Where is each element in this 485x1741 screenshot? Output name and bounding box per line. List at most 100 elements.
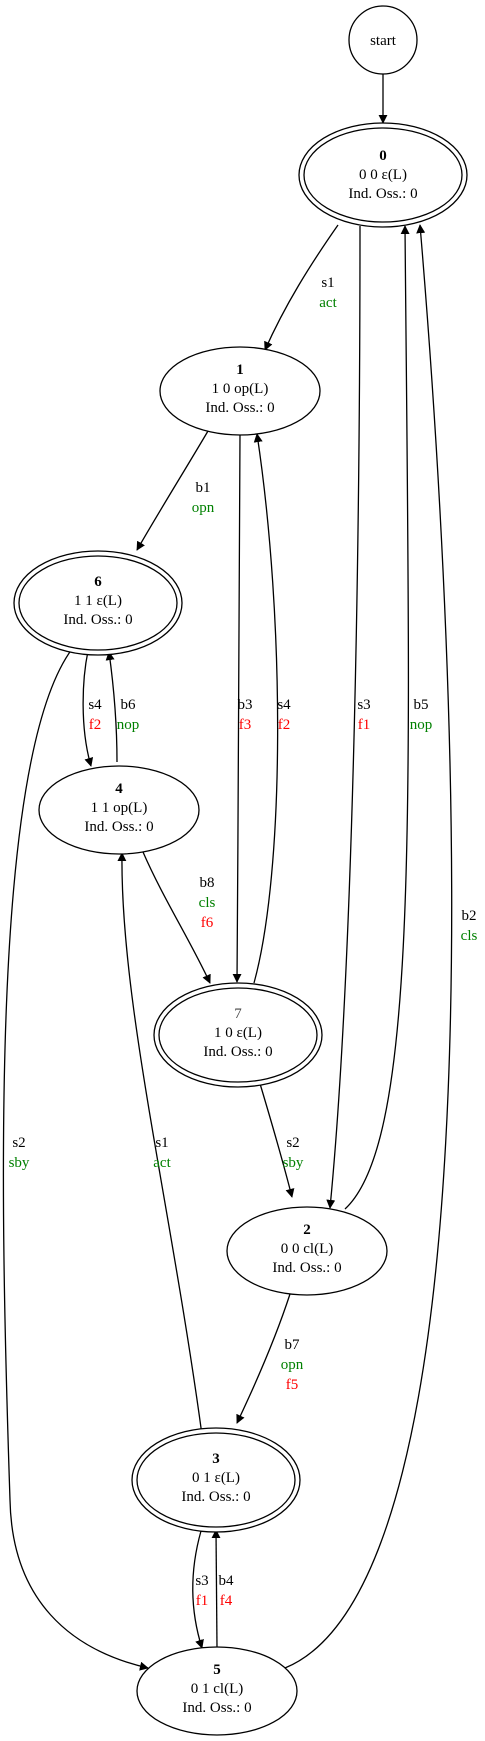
- start-node: start: [348, 5, 418, 75]
- state-ellipse-inner: [136, 1432, 296, 1528]
- state-id: 4: [115, 781, 123, 797]
- edge-output-label: act: [319, 295, 337, 311]
- state-observation: Ind. Oss.: 0: [84, 819, 153, 835]
- state-id: 6: [94, 574, 102, 590]
- edge-label-1-to-6: b1 opn: [192, 480, 215, 516]
- state-ellipse-inner: [158, 987, 318, 1083]
- edge-6-to-4: [82, 650, 94, 767]
- edge-label-1-to-7: b3 f3: [238, 697, 253, 733]
- state-ellipse: [38, 765, 200, 855]
- edge-1-to-6: [136, 430, 209, 551]
- state-node-1: 1 1 0 op(L) Ind. Oss.: 0: [159, 346, 321, 436]
- edge-label-5-to-3: b4 f4: [219, 1573, 235, 1609]
- edges: [2, 74, 453, 1671]
- edge-output-label: sby: [283, 1155, 304, 1171]
- edge-7-to-2: [254, 1066, 295, 1198]
- state-observation: Ind. Oss.: 0: [348, 186, 417, 202]
- edge-event-label: s3: [195, 1573, 208, 1589]
- edge-5-to-0: [284, 224, 453, 1669]
- edge-6-to-5: [2, 648, 149, 1671]
- state-observation: Ind. Oss.: 0: [272, 1260, 341, 1276]
- edge-2-to-3: [236, 1293, 291, 1424]
- edge-event-label: b3: [238, 697, 253, 713]
- edge-event-label: s2: [12, 1135, 25, 1151]
- edge-output-label: opn: [281, 1357, 304, 1373]
- edge-event-label: b2: [462, 908, 477, 924]
- edge-label-2-to-3: b7 opn f5: [281, 1337, 304, 1393]
- edge-5-to-3: [211, 1529, 221, 1649]
- edge-4-to-6: [105, 651, 118, 763]
- edge-label-2-to-0: b5 nop: [410, 697, 433, 733]
- edge-output-label: act: [153, 1155, 171, 1171]
- state-ellipse-inner: [303, 127, 463, 223]
- edge-label-6-to-4: s4 f2: [88, 697, 102, 733]
- state-observation: Ind. Oss.: 0: [63, 612, 132, 628]
- edge-output-label: sby: [9, 1155, 30, 1171]
- edge-output-label: nop: [410, 717, 433, 733]
- edge-output-label: f3: [239, 717, 252, 733]
- edge-output-label: f5: [286, 1377, 299, 1393]
- state-observation: Ind. Oss.: 0: [203, 1044, 272, 1060]
- state-node-7: 7 1 0 ε(L) Ind. Oss.: 0: [153, 982, 323, 1088]
- state-ellipse: [159, 346, 321, 436]
- state-values: 1 0 ε(L): [214, 1025, 262, 1041]
- state-ellipse: [226, 1206, 388, 1296]
- state-node-5: 5 0 1 cl(L) Ind. Oss.: 0: [136, 1646, 298, 1736]
- state-values: 1 1 ε(L): [74, 593, 122, 609]
- state-observation: Ind. Oss.: 0: [205, 400, 274, 416]
- state-ellipse: [136, 1646, 298, 1736]
- edge-labels: s1 act b1 opn b3 f3 s4 f2 s3 f1 b5 nop b…: [9, 275, 478, 1609]
- edge-event-label: s4: [88, 697, 102, 713]
- edge-2-to-0: [344, 225, 410, 1210]
- edge-7-to-1: [253, 433, 279, 984]
- edge-event-label: b6: [121, 697, 137, 713]
- edge-4-to-7: [142, 851, 211, 984]
- edge-output-label: f4: [220, 1593, 233, 1609]
- edge-output-label: f6: [201, 915, 214, 931]
- edge-output-label: cls: [461, 928, 478, 944]
- edge-output-label: f2: [89, 717, 102, 733]
- edge-3-to-4: [117, 852, 203, 1436]
- state-id: 5: [213, 1662, 221, 1678]
- start-circle: [348, 5, 418, 75]
- state-observation: Ind. Oss.: 0: [181, 1489, 250, 1505]
- edge-event-label: s3: [357, 697, 370, 713]
- edge-label-4-to-7: b8 cls f6: [199, 875, 216, 931]
- edge-1-to-7: [232, 433, 242, 983]
- state-values: 0 1 ε(L): [192, 1470, 240, 1486]
- edge-3-to-5: [192, 1530, 204, 1649]
- edge-event-label: b4: [219, 1573, 235, 1589]
- state-values: 0 1 cl(L): [191, 1681, 243, 1697]
- edge-event-label: b1: [196, 480, 211, 496]
- edge-label-0-to-1: s1 act: [319, 275, 337, 311]
- state-id: 0: [379, 148, 387, 164]
- nodes: start 0 0 0 ε(L) Ind. Oss.: 0 1 1 0 op(L…: [13, 5, 468, 1736]
- state-node-3: 3 0 1 ε(L) Ind. Oss.: 0: [131, 1427, 301, 1533]
- edge-event-label: s1: [155, 1135, 168, 1151]
- edge-label-3-to-4: s1 act: [153, 1135, 171, 1171]
- state-observation: Ind. Oss.: 0: [182, 1700, 251, 1716]
- state-values: 1 1 op(L): [91, 800, 148, 816]
- state-node-2: 2 0 0 cl(L) Ind. Oss.: 0: [226, 1206, 388, 1296]
- state-id: 3: [212, 1451, 220, 1467]
- edge-event-label: b8: [200, 875, 215, 891]
- edge-event-label: s1: [321, 275, 334, 291]
- edge-event-label: s4: [277, 697, 291, 713]
- state-id: 2: [303, 1222, 311, 1238]
- edge-event-label: b5: [414, 697, 429, 713]
- state-node-0: 0 0 0 ε(L) Ind. Oss.: 0: [298, 122, 468, 228]
- state-values: 1 0 op(L): [212, 381, 269, 397]
- edge-output-label: cls: [199, 895, 216, 911]
- edge-label-6-to-5: s2 sby: [9, 1135, 30, 1171]
- edge-output-label: f1: [358, 717, 371, 733]
- state-node-4: 4 1 1 op(L) Ind. Oss.: 0: [38, 765, 200, 855]
- state-values: 0 0 ε(L): [359, 167, 407, 183]
- edge-label-7-to-2: s2 sby: [283, 1135, 304, 1171]
- edge-label-4-to-6: b6 nop: [117, 697, 140, 733]
- start-label: start: [370, 33, 397, 49]
- edge-event-label: b7: [285, 1337, 301, 1353]
- state-node-6: 6 1 1 ε(L) Ind. Oss.: 0: [13, 550, 183, 656]
- edge-label-5-to-0: b2 cls: [461, 908, 478, 944]
- state-id: 1: [236, 362, 244, 378]
